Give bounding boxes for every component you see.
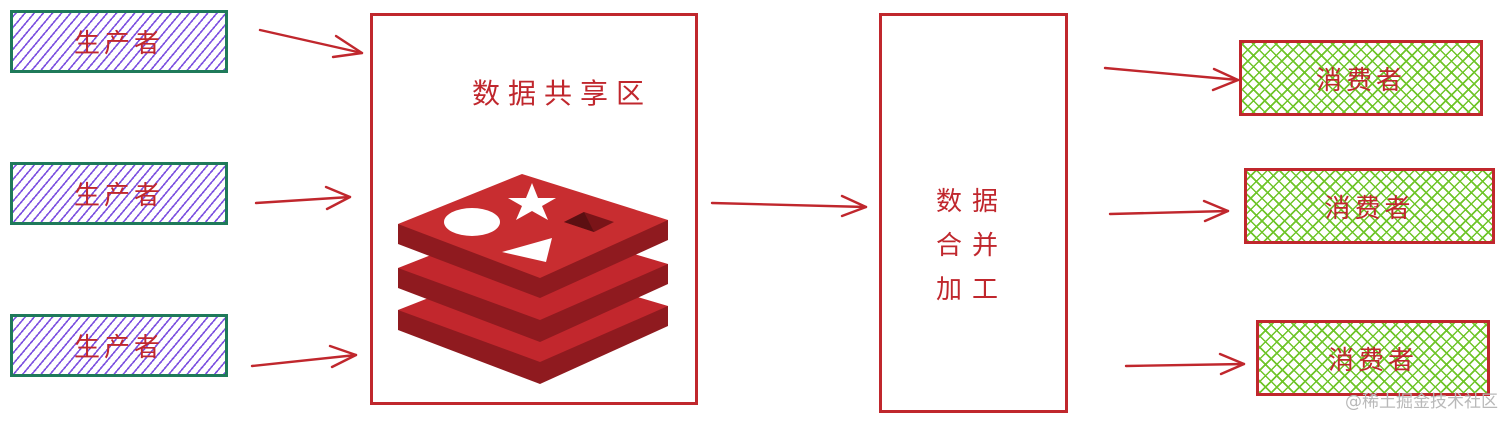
producer-label: 生产者 (73, 333, 164, 363)
arrow-producer3-to-shared (250, 344, 358, 369)
consumer-box-1: 消费者 (1239, 40, 1483, 116)
arrow-producer1-to-shared (258, 28, 364, 59)
producer-box-2: 生产者 (10, 162, 228, 225)
shared-data-area (370, 13, 698, 405)
consumer-label: 消费者 (1324, 193, 1415, 224)
arrow-merge-to-consumer2 (1108, 199, 1230, 223)
arrow-shared-to-merge (710, 194, 868, 218)
arrow-merge-to-consumer3 (1124, 352, 1246, 376)
consumer-label: 消费者 (1327, 345, 1418, 376)
consumer-box-3: 消费者 (1256, 320, 1490, 396)
producer-box-3: 生产者 (10, 314, 228, 377)
producer-label: 生产者 (73, 29, 164, 59)
arrow-merge-to-consumer1 (1103, 66, 1240, 92)
merge-processing-block (879, 13, 1068, 413)
arrow-producer2-to-shared (254, 185, 352, 211)
merge-text: 数据 合并 加工 (936, 180, 1008, 312)
watermark-text: @稀土掘金技术社区 (1345, 392, 1498, 412)
merge-line-2: 合并 (936, 231, 1009, 261)
redis-stack-icon (398, 174, 668, 384)
producer-label: 生产者 (73, 181, 164, 211)
merge-line-1: 数据 (936, 187, 1009, 217)
consumer-label: 消费者 (1315, 65, 1406, 96)
merge-line-3: 加工 (936, 275, 1009, 305)
consumer-box-2: 消费者 (1244, 168, 1495, 244)
producer-box-1: 生产者 (10, 10, 228, 73)
shared-area-title: 数据共享区 (472, 77, 653, 110)
